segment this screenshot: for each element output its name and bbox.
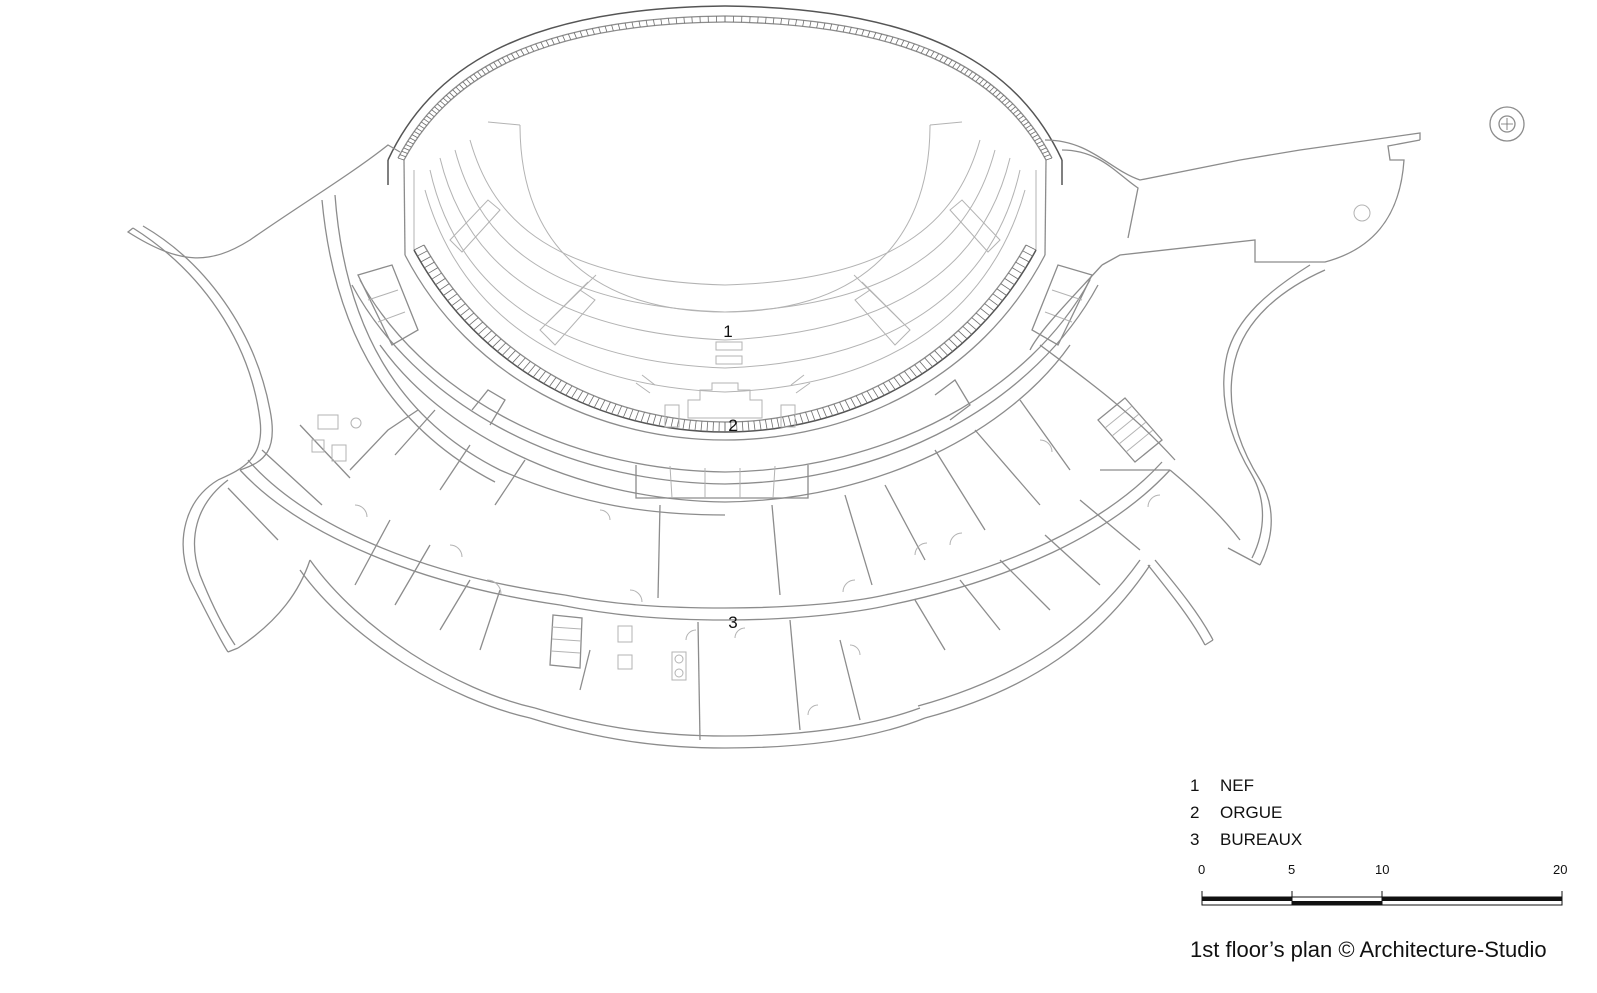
outdoor-features	[1353, 106, 1525, 222]
legend-text: NEF	[1220, 776, 1254, 795]
stairs	[357, 264, 1163, 669]
legend-item-orgue: 2 ORGUE	[1190, 803, 1282, 823]
scale-tick-label: 10	[1375, 862, 1390, 877]
legend-number: 1	[1190, 776, 1200, 795]
orgue-outline	[664, 382, 796, 428]
legend-text: ORGUE	[1220, 803, 1283, 822]
scale-bar	[1201, 891, 1563, 906]
legend-item-nef: 1 NEF	[1190, 776, 1254, 796]
nef-balustrade-ticks	[397, 16, 1053, 432]
room-walls	[227, 399, 1170, 741]
legend-number: 2	[1190, 803, 1200, 822]
legend-item-bureaux: 3 BUREAUX	[1190, 830, 1302, 850]
nef-seating-blocks	[449, 199, 1001, 394]
legend-number: 3	[1190, 830, 1200, 849]
right-wing	[917, 132, 1421, 719]
scale-tick-label: 0	[1198, 862, 1206, 877]
sanitary-fixtures	[311, 414, 687, 681]
scale-tick-label: 20	[1553, 862, 1568, 877]
scale-tick-label: 5	[1288, 862, 1296, 877]
organ-bays	[471, 379, 971, 499]
left-wing	[126, 144, 726, 719]
ring-corridors	[239, 279, 1171, 749]
door-swings	[354, 439, 1161, 716]
bureaux-plan-label: 3	[728, 613, 737, 632]
orgue-plan-label: 2	[728, 416, 737, 435]
nef-seating-rows	[424, 121, 1026, 393]
plan-caption: 1st floor’s plan © Architecture-Studio	[1190, 937, 1547, 962]
nef-plan-label: 1	[723, 322, 732, 341]
legend-text: BUREAUX	[1220, 830, 1303, 849]
